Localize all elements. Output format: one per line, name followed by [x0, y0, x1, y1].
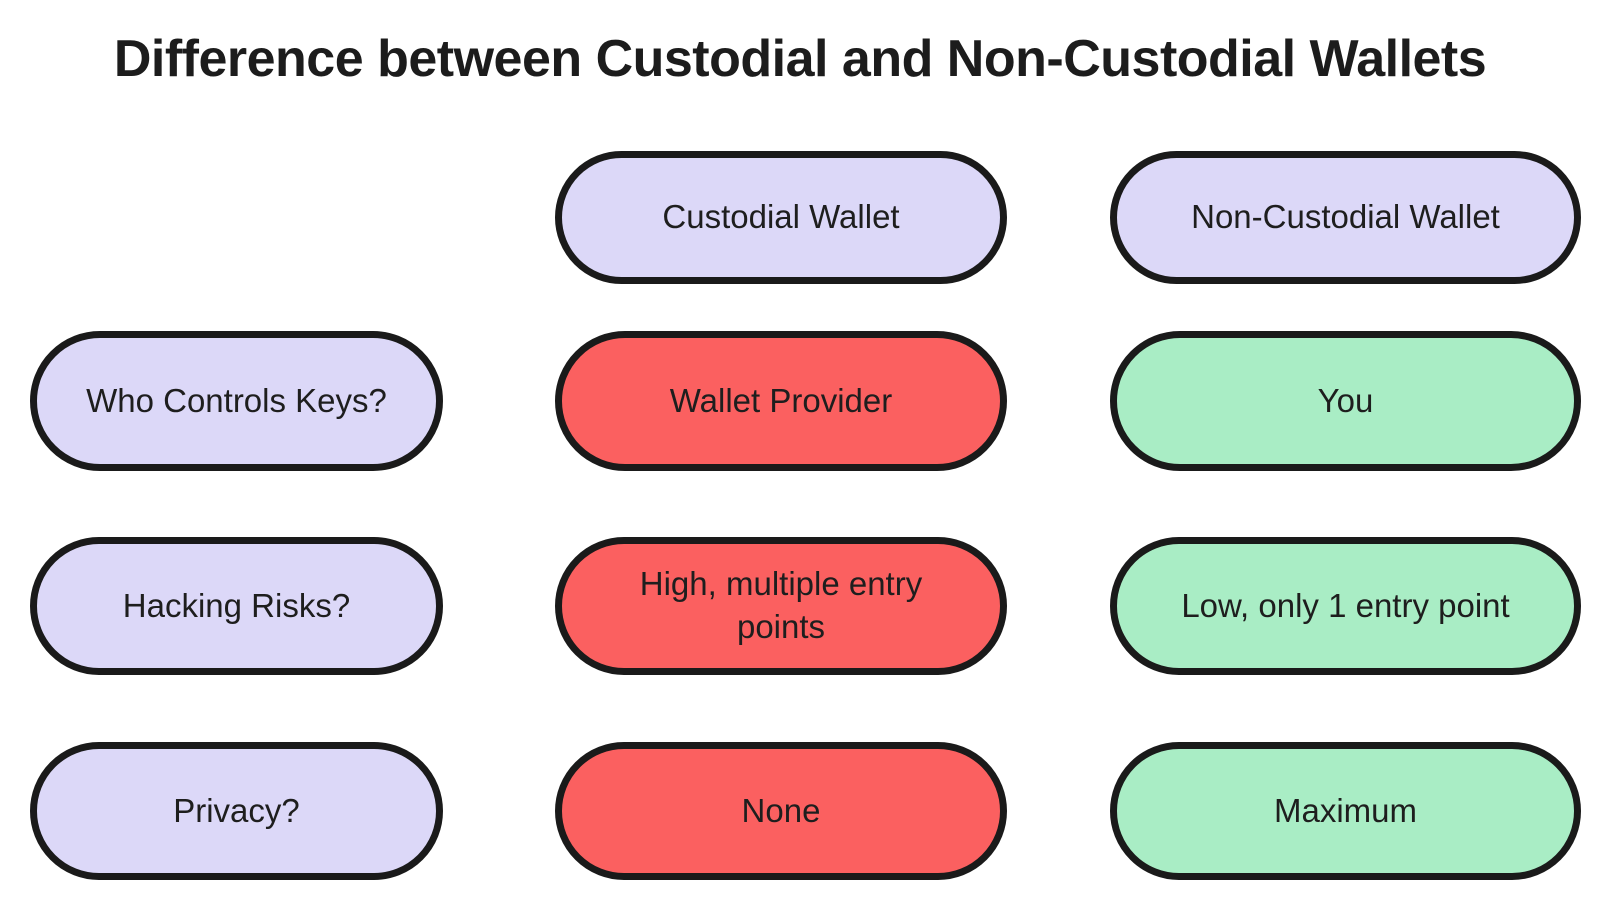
cell-non-custodial-who-controls-keys: You	[1110, 331, 1581, 471]
column-header-custodial-wallet: Custodial Wallet	[555, 151, 1007, 284]
column-header-non-custodial-wallet: Non-Custodial Wallet	[1110, 151, 1581, 284]
cell-custodial-hacking-risks: High, multiple entry points	[555, 537, 1007, 675]
cell-non-custodial-hacking-risks: Low, only 1 entry point	[1110, 537, 1581, 675]
row-label-privacy: Privacy?	[30, 742, 443, 880]
cell-custodial-privacy: None	[555, 742, 1007, 880]
row-label-who-controls-keys: Who Controls Keys?	[30, 331, 443, 471]
row-label-hacking-risks: Hacking Risks?	[30, 537, 443, 675]
cell-custodial-who-controls-keys: Wallet Provider	[555, 331, 1007, 471]
diagram-title: Difference between Custodial and Non-Cus…	[113, 30, 1487, 88]
cell-non-custodial-privacy: Maximum	[1110, 742, 1581, 880]
